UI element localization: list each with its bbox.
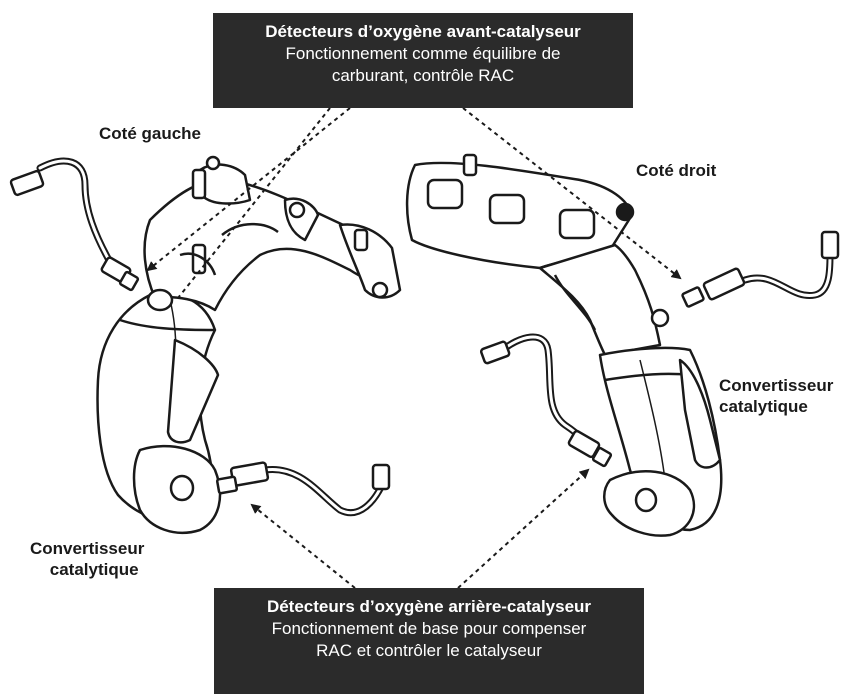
right-converter-label-line-2: catalytique bbox=[719, 396, 833, 417]
downstream-sensor-callout: Détecteurs d’oxygène arrière-catalyseur … bbox=[214, 588, 644, 694]
arrow-bottom-to-left-downstream bbox=[252, 505, 355, 588]
right-exhaust-manifold bbox=[407, 155, 660, 355]
left-converter-label: Convertisseur catalytique bbox=[30, 538, 144, 580]
downstream-callout-title: Détecteurs d’oxygène arrière-catalyseur bbox=[214, 596, 644, 618]
left-side-label: Coté gauche bbox=[99, 123, 201, 144]
left-converter-label-line-2: catalytique bbox=[30, 559, 144, 580]
upstream-callout-title: Détecteurs d’oxygène avant-catalyseur bbox=[213, 21, 633, 43]
right-side-label: Coté droit bbox=[636, 160, 716, 181]
downstream-callout-line-1: Fonctionnement de base pour compenser bbox=[214, 618, 644, 640]
right-upstream-oxygen-sensor bbox=[682, 232, 838, 307]
left-converter-label-line-1: Convertisseur bbox=[30, 538, 144, 559]
right-converter-label: Convertisseur catalytique bbox=[719, 375, 833, 417]
upstream-callout-line-1: Fonctionnement comme équilibre de bbox=[213, 43, 633, 65]
left-upstream-oxygen-sensor bbox=[10, 161, 138, 291]
right-downstream-oxygen-sensor bbox=[480, 337, 611, 467]
upstream-callout-line-2: carburant, contrôle RAC bbox=[213, 65, 633, 87]
upstream-sensor-callout: Détecteurs d’oxygène avant-catalyseur Fo… bbox=[213, 13, 633, 108]
right-converter-label-line-1: Convertisseur bbox=[719, 375, 833, 396]
left-downstream-oxygen-sensor bbox=[217, 462, 389, 513]
left-exhaust-manifold bbox=[145, 157, 400, 310]
left-catalytic-converter bbox=[98, 294, 220, 533]
arrow-bottom-to-right-downstream bbox=[458, 470, 588, 588]
downstream-callout-line-2: RAC et contrôler le catalyseur bbox=[214, 640, 644, 662]
